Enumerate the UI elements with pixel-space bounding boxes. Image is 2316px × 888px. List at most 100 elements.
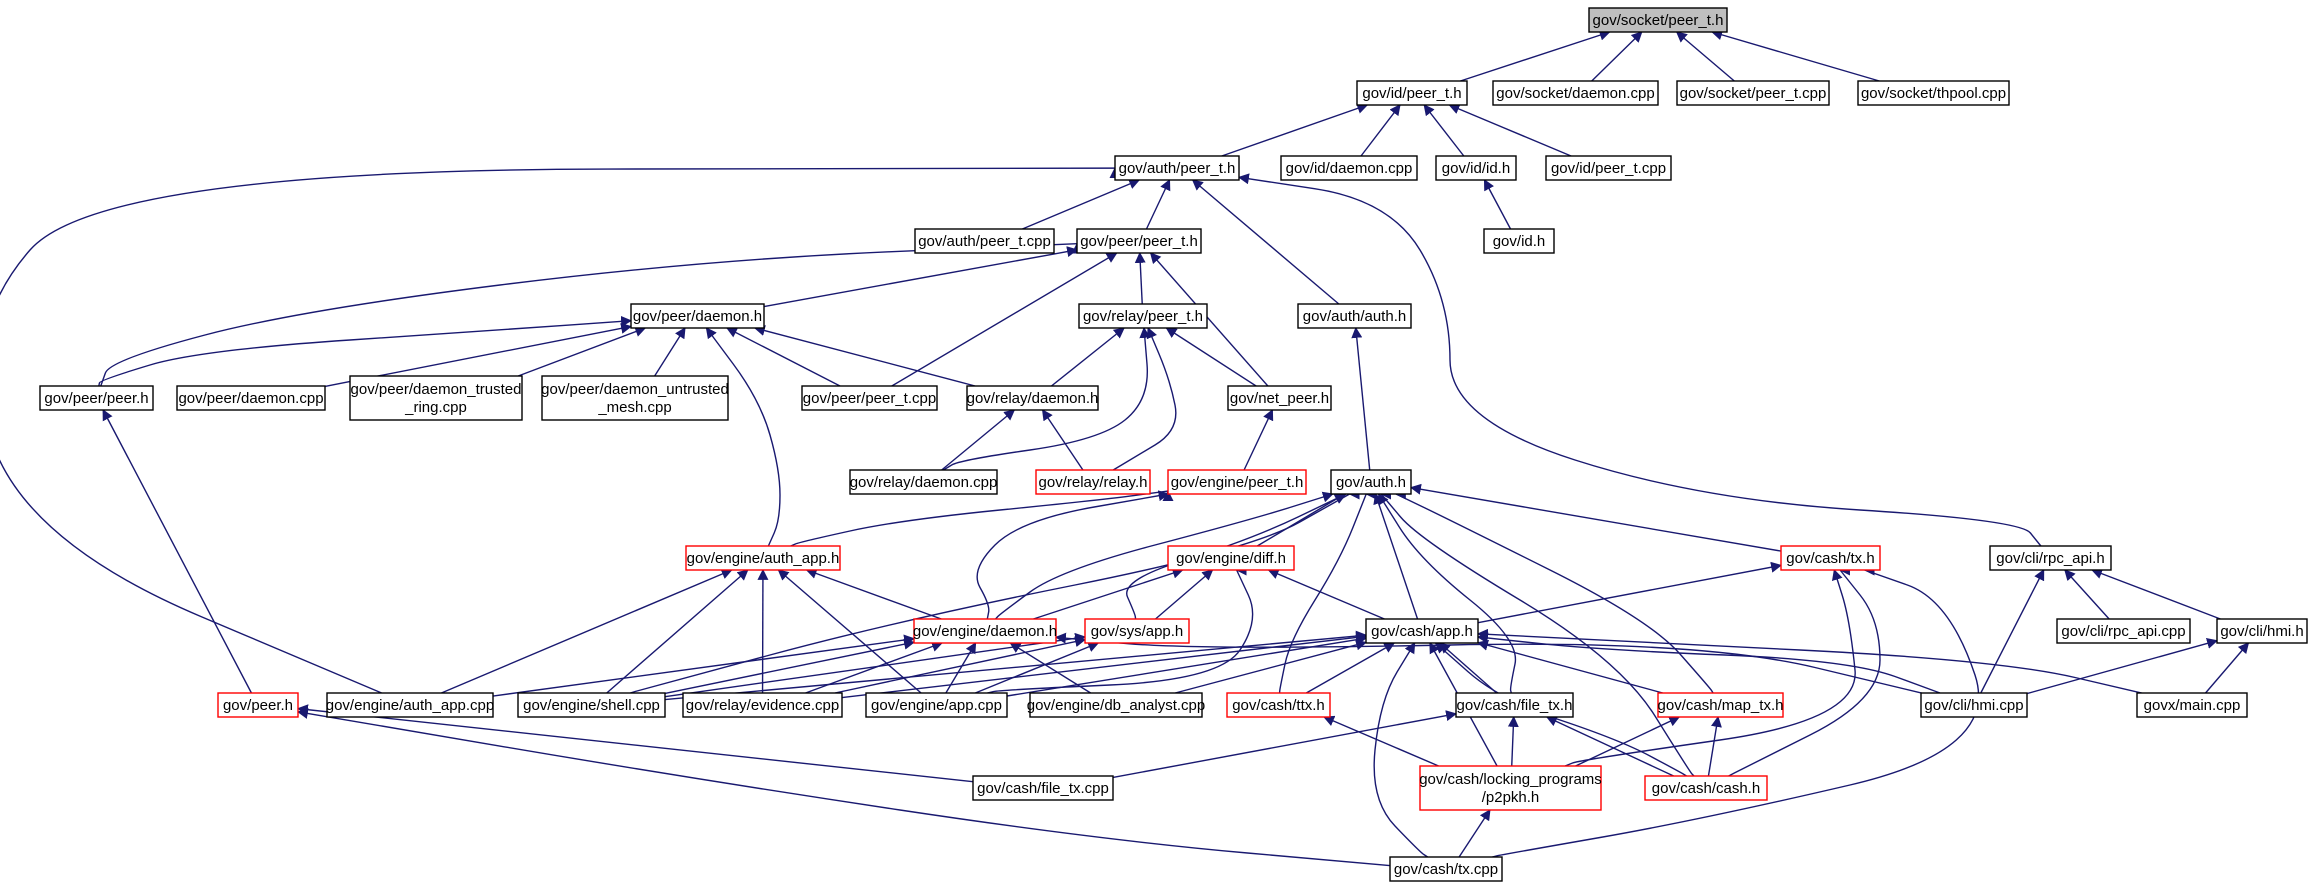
node-cli-hmi-cpp[interactable]: gov/cli/hmi.cpp xyxy=(1920,692,2028,718)
node-box xyxy=(517,692,666,718)
node-relay-peer-t-h[interactable]: gov/relay/peer_t.h xyxy=(1078,303,1208,329)
node-box xyxy=(1035,469,1151,495)
node-cash-tx-cpp[interactable]: gov/cash/tx.cpp xyxy=(1389,856,1503,882)
node-box xyxy=(1029,692,1203,718)
node-label: gov/cash/map_tx.h xyxy=(1658,697,1784,714)
node-peer-daemon-cpp[interactable]: gov/peer/daemon.cpp xyxy=(176,385,326,411)
node-box xyxy=(2216,618,2308,644)
node-socket-peer-t-h[interactable]: gov/socket/peer_t.h xyxy=(1588,7,1728,33)
node-label: gov/peer/daemon.cpp xyxy=(178,390,323,407)
node-cash-file-tx-cpp[interactable]: gov/cash/file_tx.cpp xyxy=(972,775,1114,801)
node-engine-daemon-h[interactable]: gov/engine/daemon.h xyxy=(913,618,1057,644)
node-cash-tx-h[interactable]: gov/cash/tx.h xyxy=(1780,545,1881,571)
node-peer-peer-t-cpp[interactable]: gov/peer/peer_t.cpp xyxy=(801,385,938,411)
edge-sys_app_h-to-relay_evidence_cpp xyxy=(834,636,1087,694)
node-cli-rpc-api-cpp[interactable]: gov/cli/rpc_api.cpp xyxy=(2056,618,2191,644)
node-id-h[interactable]: gov/id.h xyxy=(1483,228,1555,254)
node-label: gov/engine/db_analyst.cpp xyxy=(1027,697,1205,714)
node-label: gov/peer.h xyxy=(223,697,293,714)
edge-cash_ttx_h-to-cash_locking_p2pkh_h xyxy=(1323,715,1439,767)
node-relay-daemon-h[interactable]: gov/relay/daemon.h xyxy=(966,385,1099,411)
node-cli-rpc-api-h[interactable]: gov/cli/rpc_api.h xyxy=(1989,545,2112,571)
node-govx-main-cpp[interactable]: govx/main.cpp xyxy=(2136,692,2248,718)
node-label: gov/id/daemon.cpp xyxy=(1286,160,1413,177)
edge-engine_daemon_h-to-engine_shell_cpp xyxy=(664,638,916,695)
node-engine-auth-app-cpp[interactable]: gov/engine/auth_app.cpp xyxy=(326,692,494,718)
node-socket-thpool-cpp[interactable]: gov/socket/thpool.cpp xyxy=(1857,80,2010,106)
node-id-id-h[interactable]: gov/id/id.h xyxy=(1435,155,1517,181)
node-box xyxy=(1167,545,1295,571)
node-engine-shell-cpp[interactable]: gov/engine/shell.cpp xyxy=(517,692,666,718)
node-box xyxy=(630,303,765,329)
node-engine-peer-t-h[interactable]: gov/engine/peer_t.h xyxy=(1167,469,1307,495)
node-label: gov/socket/peer_t.h xyxy=(1593,12,1724,29)
node-label: gov/relay/relay.h xyxy=(1039,474,1148,491)
node-socket-daemon-cpp[interactable]: gov/socket/daemon.cpp xyxy=(1492,80,1659,106)
node-relay-evidence-cpp[interactable]: gov/relay/evidence.cpp xyxy=(682,692,843,718)
edge-auth_h-to-cash_map_tx_h xyxy=(1394,493,1714,694)
node-sys-app-h[interactable]: gov/sys/app.h xyxy=(1084,618,1190,644)
node-cash-locking-p2pkh-h[interactable]: gov/cash/locking_programs/p2pkh.h xyxy=(1419,765,1602,811)
node-auth-h[interactable]: gov/auth.h xyxy=(1330,469,1412,495)
edge-cash_app_h-to-relay_evidence_cpp xyxy=(841,631,1368,699)
node-peer-daemon-trusted[interactable]: gov/peer/daemon_trusted_ring.cpp xyxy=(349,375,523,421)
edge-cash_file_tx_h-to-cash_cash_h xyxy=(1545,716,1674,777)
node-id-peer-t-cpp[interactable]: gov/id/peer_t.cpp xyxy=(1545,155,1672,181)
node-cash-file-tx-h[interactable]: gov/cash/file_tx.h xyxy=(1455,692,1574,718)
node-auth-auth-h[interactable]: gov/auth/auth.h xyxy=(1297,303,1412,329)
edge-auth_peer_t_h-to-cli_rpc_api_h xyxy=(1237,173,2042,547)
node-cash-map-tx-h[interactable]: gov/cash/map_tx.h xyxy=(1657,692,1784,718)
node-box xyxy=(1297,303,1412,329)
edge-auth_peer_t_h-to-engine_auth_app_cpp xyxy=(0,162,1117,694)
node-engine-db-analyst-cpp[interactable]: gov/engine/db_analyst.cpp xyxy=(1027,692,1205,718)
node-engine-app-cpp[interactable]: gov/engine/app.cpp xyxy=(865,692,1008,718)
node-relay-relay-h[interactable]: gov/relay/relay.h xyxy=(1035,469,1151,495)
node-peer-h[interactable]: gov/peer.h xyxy=(217,692,299,718)
edge-auth_h-to-engine_diff_h xyxy=(1256,493,1346,547)
node-auth-peer-t-h[interactable]: gov/auth/peer_t.h xyxy=(1114,155,1240,181)
node-box xyxy=(914,228,1055,254)
node-label: gov/relay/peer_t.h xyxy=(1083,308,1203,325)
node-box xyxy=(801,385,938,411)
node-label: gov/peer/daemon_trusted xyxy=(351,381,522,398)
edge-cash_app_h-to-cli_hmi_cpp xyxy=(1476,632,1941,694)
node-peer-daemon-untrusted[interactable]: gov/peer/daemon_untrusted_mesh.cpp xyxy=(541,375,729,421)
node-box xyxy=(1078,303,1208,329)
node-label: gov/socket/thpool.cpp xyxy=(1861,85,2006,102)
node-box xyxy=(1780,545,1881,571)
edge-peer_daemon_h-to-peer_peer_h xyxy=(98,315,633,387)
node-peer-daemon-h[interactable]: gov/peer/daemon.h xyxy=(630,303,765,329)
edge-peer_daemon_h-to-relay_daemon_h xyxy=(753,325,976,387)
node-label: gov/auth/auth.h xyxy=(1303,308,1406,325)
edge-auth_peer_t_h-to-auth_auth_h xyxy=(1191,179,1340,305)
node-peer-peer-h[interactable]: gov/peer/peer.h xyxy=(39,385,154,411)
node-relay-daemon-cpp[interactable]: gov/relay/daemon.cpp xyxy=(849,469,998,495)
edge-cash_tx_h-to-cash_locking_p2pkh_h xyxy=(1564,568,1856,767)
node-label: gov/id.h xyxy=(1493,233,1546,250)
node-label: gov/relay/daemon.cpp xyxy=(850,474,998,491)
node-auth-peer-t-cpp[interactable]: gov/auth/peer_t.cpp xyxy=(914,228,1055,254)
node-box xyxy=(1435,155,1517,181)
edge-cash_app_h-to-cash_map_tx_h xyxy=(1476,639,1663,694)
edge-cash_app_h-to-engine_shell_cpp xyxy=(664,630,1368,701)
edge-engine_diff_h-to-sys_app_h xyxy=(1155,569,1214,620)
edge-engine_auth_app_h-to-engine_daemon_h xyxy=(805,568,942,620)
node-net-peer-h[interactable]: gov/net_peer.h xyxy=(1227,385,1332,411)
node-cli-hmi-h[interactable]: gov/cli/hmi.h xyxy=(2216,618,2308,644)
node-cash-app-h[interactable]: gov/cash/app.h xyxy=(1365,618,1479,644)
node-cash-cash-h[interactable]: gov/cash/cash.h xyxy=(1644,775,1768,801)
node-peer-peer-t-h[interactable]: gov/peer/peer_t.h xyxy=(1076,228,1202,254)
node-engine-diff-h[interactable]: gov/engine/diff.h xyxy=(1167,545,1295,571)
edge-cash_app_h-to-cash_tx_cpp xyxy=(1373,642,1429,858)
edge-engine_auth_app_h-to-engine_auth_app_cpp xyxy=(441,568,733,694)
node-engine-auth-app-h[interactable]: gov/engine/auth_app.h xyxy=(685,545,841,571)
node-box xyxy=(1657,692,1784,718)
node-label: gov/cli/hmi.h xyxy=(2220,623,2303,640)
node-cash-ttx-h[interactable]: gov/cash/ttx.h xyxy=(1226,692,1331,718)
node-box xyxy=(1226,692,1331,718)
node-label: _mesh.cpp xyxy=(597,399,671,416)
node-socket-peer-t-cpp[interactable]: gov/socket/peer_t.cpp xyxy=(1676,80,1830,106)
node-id-peer-t-h[interactable]: gov/id/peer_t.h xyxy=(1356,80,1468,106)
node-id-daemon-cpp[interactable]: gov/id/daemon.cpp xyxy=(1280,155,1418,181)
edge-id_peer_t_h-to-id_peer_t_cpp xyxy=(1448,103,1572,157)
